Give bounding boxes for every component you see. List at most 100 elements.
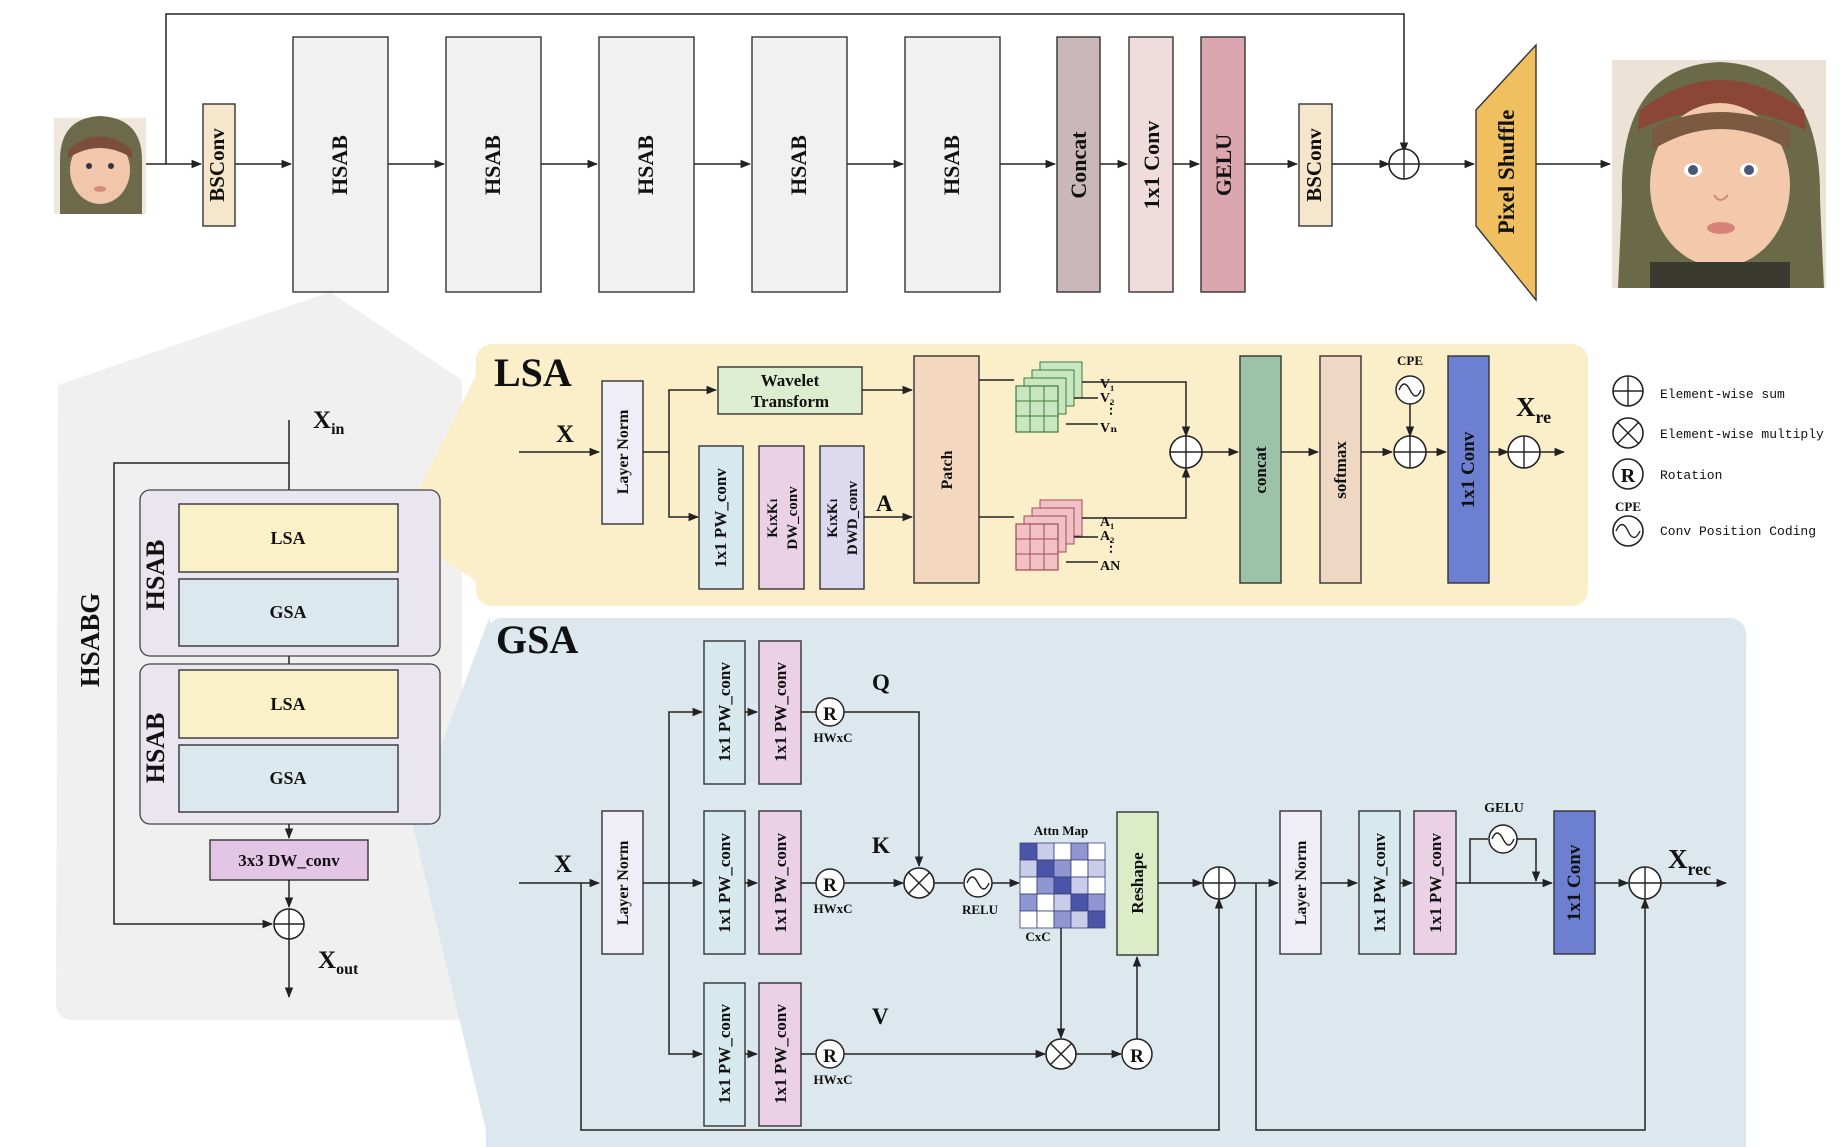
gsa-conv-label: 1x1 Conv (1564, 844, 1585, 921)
element-wise-sum-icon (1388, 148, 1420, 180)
gsa-layer-norm-2-label: Layer Norm (1293, 840, 1310, 925)
wavelet-transform-block (717, 366, 863, 415)
rotation-icon: R (1121, 1038, 1153, 1070)
lsa-x-re: Xre (1516, 392, 1551, 427)
softmax-block (1319, 355, 1362, 584)
attn-map-cell (1087, 910, 1106, 929)
lsa-dw-conv-block (758, 445, 805, 590)
lsa-vn: Vₙ (1100, 421, 1117, 436)
q-pw-conv-1-label: 1x1 PW_conv (715, 662, 734, 762)
attn-map-cell (1036, 910, 1055, 929)
legend: Element-wise sum Element-wise multiply R… (1612, 375, 1824, 547)
element-wise-multiply-icon (1612, 417, 1644, 449)
relu-label: RELU (962, 902, 999, 917)
gelu-label: GELU (1211, 134, 1236, 196)
rotation-icon: R (815, 1039, 845, 1069)
attn-map-cell (1036, 842, 1055, 861)
hsabg-x-in: Xin (313, 407, 345, 438)
attn-map-cell (1036, 893, 1055, 912)
arrow (668, 883, 704, 1059)
global-skip-connection (165, 13, 1409, 164)
bsconv-out-label: BSConv (1302, 128, 1326, 202)
wavelet-transform-label-2: Transform (751, 392, 829, 411)
attn-map-cell (1019, 859, 1038, 878)
arrow (1517, 838, 1541, 883)
q-pw-conv-1-block (703, 640, 746, 785)
arrow (1082, 466, 1191, 519)
hsab-block-4-label: HSAB (786, 135, 811, 195)
pixel-shuffle-label: Pixel Shuffle (1494, 110, 1519, 235)
conv1x1-block (1128, 36, 1174, 293)
lsa-box-2 (178, 669, 399, 739)
gsa-callout (412, 616, 490, 1147)
attn-map-label: Attn Map (1034, 823, 1089, 838)
attn-map-cell (1087, 893, 1106, 912)
gsa-layer-norm-label: Layer Norm (615, 840, 632, 925)
svg-text:R: R (823, 1046, 837, 1067)
attn-map-cell (1087, 842, 1106, 861)
rotation-icon: R (815, 697, 845, 727)
attn-map-grid (1019, 842, 1106, 929)
attn-map-cell (1070, 842, 1089, 861)
lsa-cpe-label: CPE (1397, 353, 1423, 368)
bsconv-out-block (1298, 103, 1333, 227)
ffn-pw-conv-2-label: 1x1 PW_conv (1426, 833, 1445, 933)
lsa-v1: V₁ (1100, 377, 1114, 392)
hsabg-skip-connection (113, 462, 289, 929)
relu-icon (963, 868, 993, 898)
hsab-block-1 (292, 36, 389, 293)
attn-map-cell (1036, 876, 1055, 895)
svg-text:R: R (823, 875, 837, 896)
hsab-group-2-label: HSAB (141, 713, 170, 784)
attn-map-cell (1070, 893, 1089, 912)
cpe-icon (1395, 375, 1425, 405)
hsab-group-1-label: HSAB (141, 540, 170, 611)
bsconv-in-block (202, 103, 236, 227)
lsa-a-label: A (876, 491, 893, 516)
attn-map-cell (1087, 859, 1106, 878)
lsa-conv-label: 1x1 Conv (1458, 431, 1479, 508)
legend-cpe-label: Conv Position Coding (1660, 524, 1816, 539)
lsa-pw-conv-block (698, 445, 744, 590)
patch-label: Patch (939, 450, 956, 489)
arrow (1082, 381, 1191, 438)
svg-text:R: R (1621, 465, 1636, 487)
legend-rotation-label: Rotation (1660, 468, 1722, 483)
input-image (54, 116, 146, 214)
hsabg-module: Xin HSABG HSAB LSA GSA HSAB LSA GSA 3x3 … (75, 407, 441, 999)
attn-map-cell (1070, 876, 1089, 895)
attn-map-cell (1087, 876, 1106, 895)
gsa-x-rec: Xrec (1668, 844, 1711, 879)
gsa-title: GSA (496, 617, 578, 662)
arrow (668, 452, 700, 522)
element-wise-sum-icon (1612, 375, 1644, 407)
gsa-box-2-label: GSA (269, 768, 306, 788)
hsab-block-5 (904, 36, 1001, 293)
pixel-shuffle-block (1475, 43, 1537, 302)
lsa-box-1-label: LSA (270, 528, 305, 548)
attn-map-cell (1053, 842, 1072, 861)
lsa-box-1 (178, 503, 399, 573)
arrow (844, 711, 924, 868)
element-wise-sum-icon (1169, 435, 1203, 469)
attn-map-cell (1070, 910, 1089, 929)
lsa-v-dots: ⋮ (1104, 402, 1118, 417)
connector (1456, 838, 1488, 884)
lsa-dw-conv-label-1: KₗxKₗ (765, 498, 781, 538)
ffn-pw-conv-2-block (1413, 810, 1457, 955)
k-pw-conv-1-label: 1x1 PW_conv (715, 833, 734, 933)
hsabg-title: HSABG (75, 593, 105, 688)
lsa-title: LSA (494, 350, 572, 395)
attn-map-cell (1019, 893, 1038, 912)
q-pw-conv-2-label: 1x1 PW_conv (771, 662, 790, 762)
q-hwxc-label: HWxC (814, 730, 853, 745)
hsab-block-2 (445, 36, 542, 293)
attn-map-cell (1019, 876, 1038, 895)
hsab-block-3 (598, 36, 695, 293)
v-label: V (872, 1004, 889, 1029)
lsa-v2: V₂ (1100, 391, 1114, 406)
lsa-layer-norm-block (601, 380, 644, 525)
attn-map-cell (1019, 910, 1038, 929)
wavelet-transform-label-1: Wavelet (761, 371, 820, 390)
arrow (643, 385, 718, 453)
